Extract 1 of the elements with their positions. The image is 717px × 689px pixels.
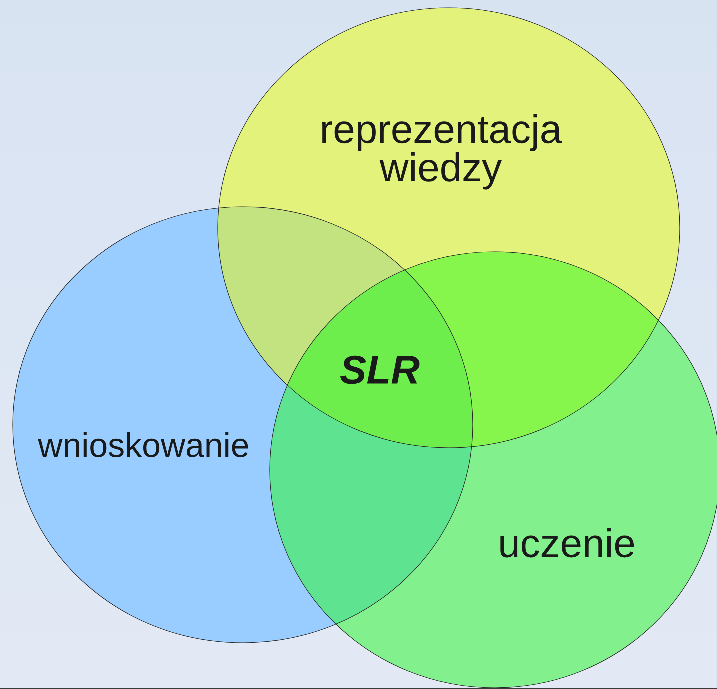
center-label: SLR [340,356,420,384]
